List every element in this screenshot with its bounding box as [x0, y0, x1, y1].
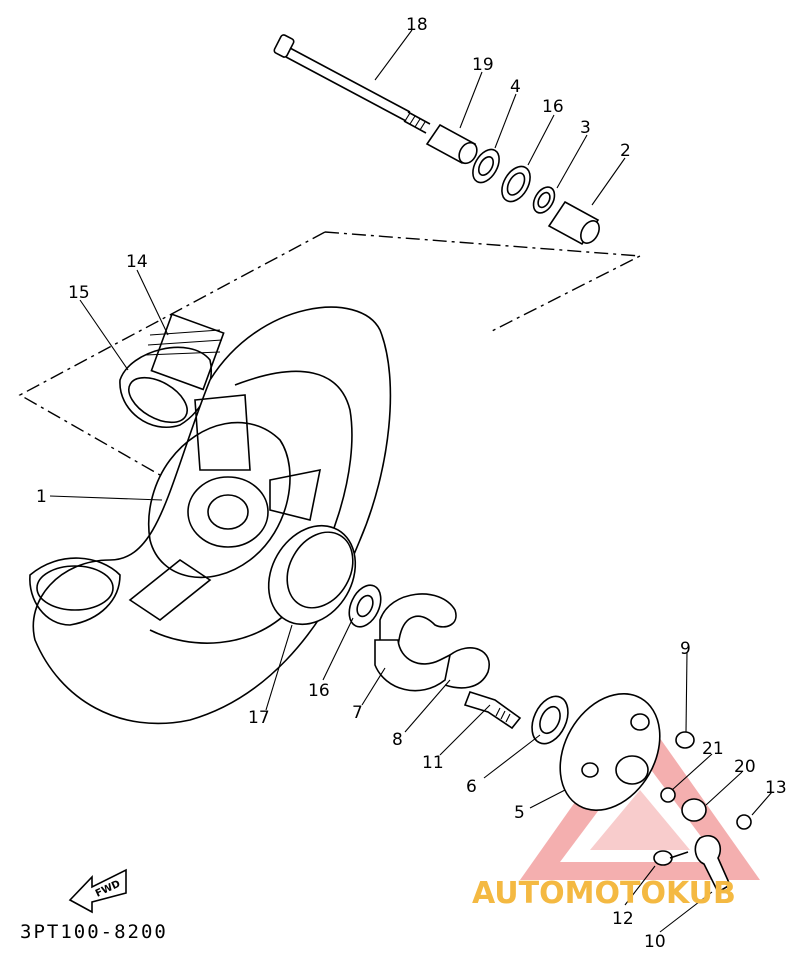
brake-shoes: [374, 593, 457, 692]
part-label-21: 21: [702, 739, 724, 759]
wheel-rim: [128, 394, 322, 621]
part-label-10: 10: [644, 932, 666, 952]
collar: [425, 123, 478, 165]
watermark-text: AUTOMOTOKUB: [472, 876, 736, 911]
part-label-5: 5: [514, 803, 525, 823]
part-label-9: 9: [680, 639, 691, 659]
part-label-16-lower: 16: [308, 681, 330, 701]
brake-drum: [267, 524, 357, 626]
part-label-13: 13: [765, 778, 787, 798]
part-label-11: 11: [422, 753, 444, 773]
part-label-2: 2: [620, 141, 631, 161]
brake-shoe-plate: [559, 692, 661, 812]
part-label-19: 19: [472, 55, 494, 75]
tube-valve: [119, 313, 225, 428]
part-label-8: 8: [392, 730, 403, 750]
part-label-12: 12: [612, 909, 634, 929]
camshaft-lever: [653, 835, 732, 894]
part-label-14: 14: [126, 252, 148, 272]
part-label-16-upper: 16: [542, 97, 564, 117]
part-label-7: 7: [352, 703, 363, 723]
part-label-20: 20: [734, 757, 756, 777]
assembly-plane: [18, 231, 643, 476]
camshaft: [463, 691, 522, 730]
part-label-17: 17: [248, 708, 270, 728]
part-label-6: 6: [466, 777, 477, 797]
axle: [273, 34, 431, 134]
small-parts: [660, 731, 752, 830]
oil-seal-brake: [531, 695, 569, 745]
bearing-lower: [348, 584, 382, 628]
oil-seal: [472, 148, 500, 184]
bearing-upper: [501, 165, 531, 203]
part-labels: 18 19 4 16 3 2 14 15 1 16 17 7 8 11 6 5 …: [36, 15, 787, 952]
spacer: [547, 200, 600, 246]
part-label-4: 4: [510, 77, 521, 97]
diagram-code: 3PT100-8200: [20, 921, 168, 943]
part-label-18: 18: [406, 15, 428, 35]
part-label-3: 3: [580, 118, 591, 138]
part-label-15: 15: [68, 283, 90, 303]
washer: [532, 186, 556, 214]
spring: [444, 647, 490, 689]
part-label-1: 1: [36, 487, 47, 507]
fwd-arrow-icon: FWD: [68, 868, 127, 914]
leader-lines: [49, 29, 773, 933]
